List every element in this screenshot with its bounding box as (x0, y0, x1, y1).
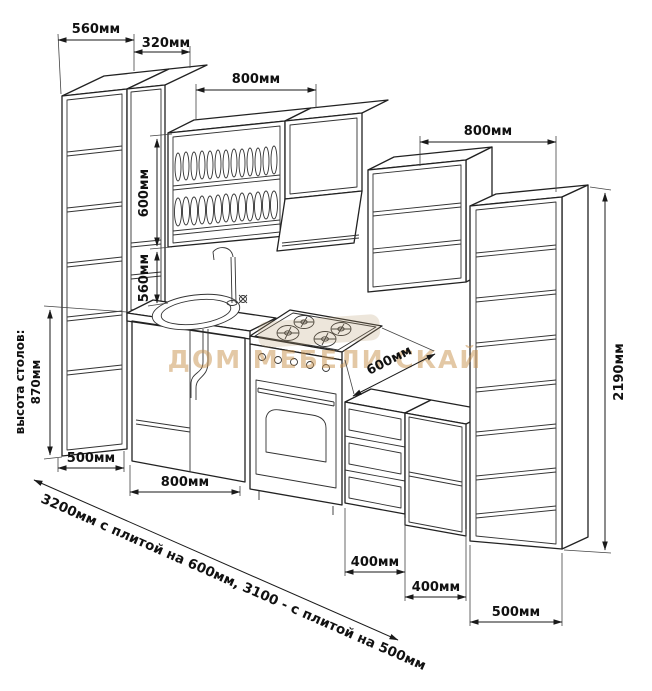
plate-row-lower (172, 190, 281, 236)
dim-upper-column-depth: 320мм (142, 36, 190, 51)
dim-right-cabinet-width: 500мм (492, 605, 540, 620)
dim-left-cabinet-width: 500мм (67, 451, 115, 466)
oven-knobs (258, 353, 330, 372)
watermark-ribbon (257, 314, 381, 348)
burner (276, 325, 300, 341)
hood-cabinet (276, 99, 389, 252)
watermark-text: ДОМ МЕБЕЛИ СКАЙ (168, 345, 483, 374)
oven-window (265, 409, 327, 463)
plate-row-upper (172, 145, 281, 191)
faucet (212, 247, 248, 306)
dim-total-height: 2190мм (612, 343, 627, 400)
dim-total-length-note: 3200мм с плитой на 600мм, 3100 - с плито… (38, 491, 428, 674)
burner (330, 322, 352, 336)
dim-gap-height: 560мм (137, 254, 152, 302)
left-tall-cabinet (61, 68, 170, 457)
watermark: ДОМ МЕБЕЛИ СКАЙ (168, 314, 483, 374)
hood-flap-door (276, 190, 363, 252)
dim-worktop-height-label: высота столов: (13, 330, 27, 435)
dim-drawer-unit-width: 400мм (351, 555, 399, 570)
dim-dish-cabinet-width: 800мм (232, 72, 280, 87)
dim-dish-cabinet-height: 600мм (137, 169, 152, 217)
burner (313, 331, 337, 347)
sink-siphon-pipe (190, 329, 209, 400)
dim-sink-cabinet-width: 800мм (161, 475, 209, 490)
dim-worktop-height-value: 870мм (29, 360, 43, 405)
dim-left-cabinet-depth: 560мм (72, 22, 120, 37)
burner (293, 315, 315, 329)
right-tall-cabinet (469, 184, 589, 550)
dim-shelf-unit-width: 800мм (464, 124, 512, 139)
gas-stove (249, 309, 383, 515)
sink-bowl (151, 293, 241, 331)
sink-counter-unit (126, 247, 277, 483)
dim-base-cabinet-width: 400мм (412, 580, 460, 595)
